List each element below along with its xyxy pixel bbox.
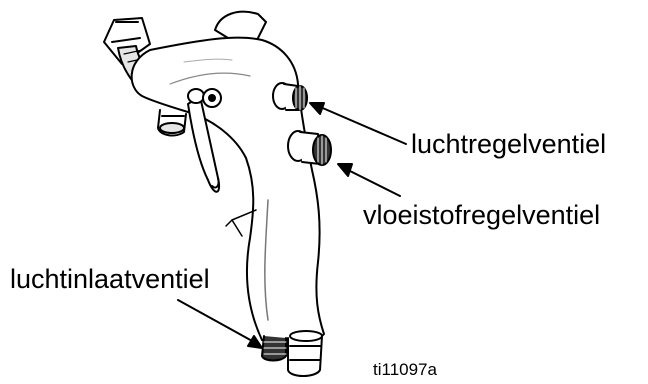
label-air-inlet-valve: luchtinlaatventiel xyxy=(10,266,210,293)
air-regulator-valve xyxy=(273,83,307,110)
air-inlet-fitting xyxy=(262,331,322,376)
gun-barrel xyxy=(132,38,324,344)
fluid-regulator-valve xyxy=(288,131,331,165)
label-air-regulator-valve: luchtregelventiel xyxy=(411,131,606,158)
figure-id: ti11097a xyxy=(373,361,437,378)
label-fluid-regulator-valve: vloeistofregelventiel xyxy=(363,202,600,229)
leader-fluid-regulator xyxy=(338,164,400,196)
leader-air-inlet xyxy=(178,300,262,348)
fluid-inlet-fitting xyxy=(158,110,186,135)
